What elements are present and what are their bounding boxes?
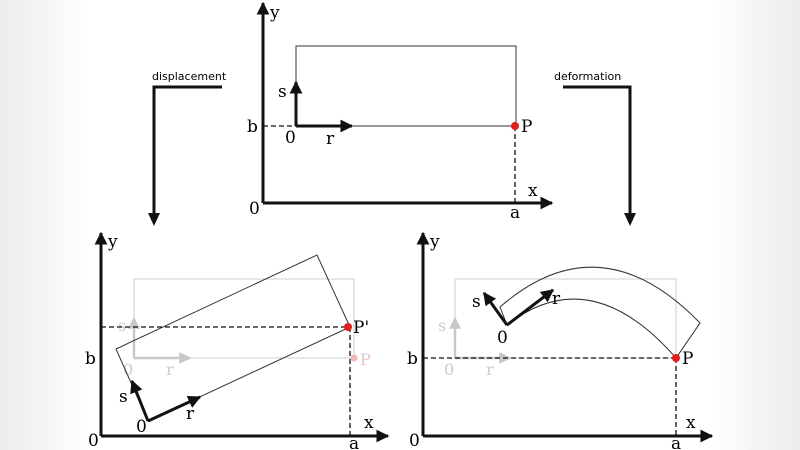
right-label-b: b	[407, 349, 418, 369]
deformation-connector: deformation	[554, 70, 636, 226]
top-label-a: a	[510, 203, 520, 223]
left-point-p-prime	[344, 323, 352, 331]
left-ghost-label-origin: 0	[123, 360, 133, 379]
left-panel: 0 r s P y x 0 a b 0 r s P'	[85, 231, 390, 450]
left-ghost-label-s: s	[118, 316, 126, 335]
right-label-p: P	[682, 349, 693, 369]
right-r-vector	[506, 288, 555, 327]
displacement-connector: displacement	[148, 70, 227, 226]
right-label-origin: 0	[409, 431, 420, 450]
top-panel: y x 0 a b 0 r s P	[247, 1, 554, 223]
left-ghost-point	[350, 354, 358, 362]
top-label-origin: 0	[249, 199, 260, 219]
top-label-b: b	[247, 117, 258, 137]
top-label-y: y	[269, 3, 280, 23]
right-label-s: s	[472, 292, 481, 312]
right-ghost-label-r: r	[486, 360, 494, 379]
left-ghost-label-p: P	[360, 350, 371, 369]
top-label-s: s	[278, 82, 287, 102]
right-ghost-label-s: s	[438, 316, 446, 335]
left-r-vector	[147, 395, 202, 423]
displacement-label: displacement	[152, 70, 227, 83]
right-edge-shade	[710, 0, 800, 450]
right-label-a: a	[671, 434, 681, 450]
right-label-x: x	[686, 413, 696, 433]
right-point-p	[672, 354, 680, 362]
top-label-x: x	[528, 181, 538, 201]
left-ghost-label-r: r	[166, 360, 174, 379]
left-label-local-origin: 0	[136, 417, 147, 437]
top-rectangle	[295, 45, 517, 127]
left-label-b: b	[85, 349, 96, 369]
top-label-local-origin: 0	[285, 128, 296, 148]
left-label-y: y	[107, 232, 118, 252]
left-label-s: s	[119, 387, 128, 407]
left-label-p-prime: P'	[353, 318, 369, 338]
top-label-p: P	[521, 117, 532, 137]
top-point-p	[511, 122, 519, 130]
right-label-r: r	[552, 289, 561, 309]
left-displaced-rectangle	[115, 254, 351, 422]
right-label-y: y	[429, 232, 440, 252]
left-s-vector	[130, 379, 150, 422]
left-label-r: r	[186, 404, 195, 424]
right-panel: 0 r s y x 0 a b 0 r s P	[407, 231, 714, 450]
right-ghost-rectangle	[454, 278, 677, 359]
right-s-vector	[482, 291, 509, 326]
right-label-local-origin: 0	[497, 328, 508, 348]
right-deformed-shape	[499, 266, 701, 359]
left-label-origin: 0	[88, 431, 99, 450]
left-label-a: a	[349, 434, 359, 450]
left-edge-shade	[0, 0, 90, 450]
left-ghost-rectangle	[133, 278, 355, 359]
deformation-label: deformation	[554, 70, 621, 83]
right-ghost-label-origin: 0	[444, 360, 454, 379]
top-label-r: r	[326, 129, 335, 149]
left-label-x: x	[364, 413, 374, 433]
